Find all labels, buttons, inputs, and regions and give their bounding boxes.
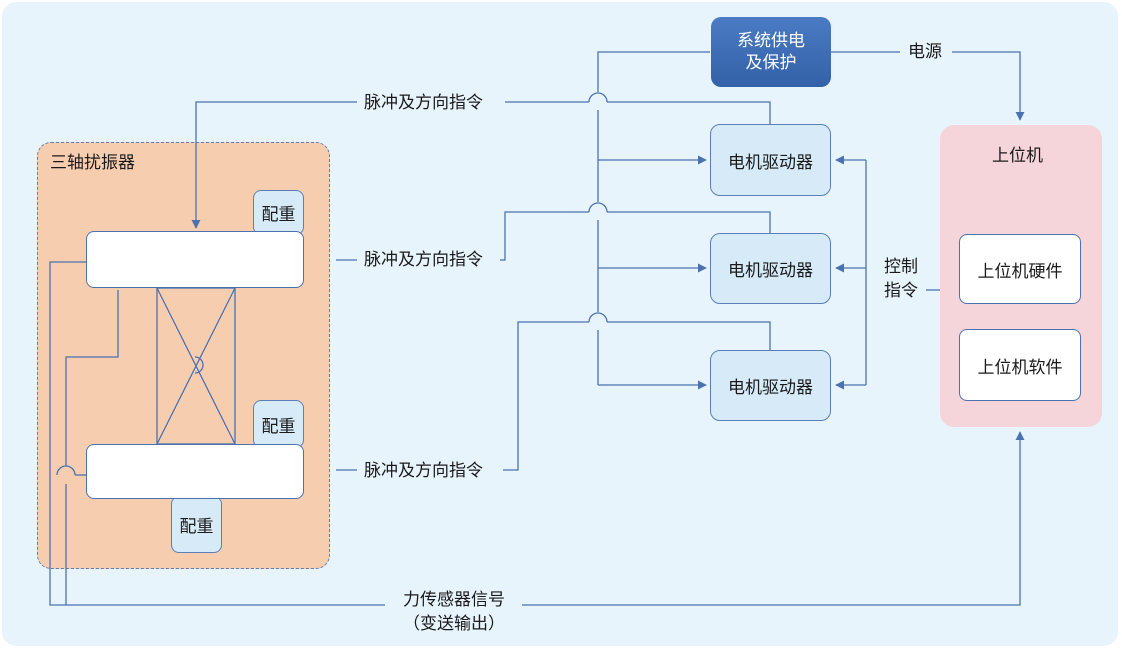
- counterweight-top: 配重: [253, 190, 304, 235]
- bus-hop-1: [588, 92, 608, 103]
- force-hop: [56, 465, 76, 476]
- pulse-label-1: 脉冲及方向指令: [364, 93, 483, 113]
- counterweight-mid: 配重: [253, 400, 304, 448]
- control-cmd-label: 控制 指令: [884, 257, 918, 301]
- motor-driver-1: 电机驱动器: [710, 124, 831, 196]
- upper-platform: [86, 231, 304, 288]
- counterweight-bottom: 配重: [171, 496, 222, 553]
- power-to-host: [831, 51, 1020, 120]
- power-edge-label: 电源: [908, 42, 942, 62]
- force-line: [49, 261, 1020, 606]
- motor-driver-3: 电机驱动器: [710, 350, 831, 421]
- bus-hop-2: [588, 202, 608, 213]
- pulse-line-3: [336, 321, 771, 471]
- shaker-core-hop: [194, 356, 204, 374]
- host-title: 上位机: [992, 146, 1043, 166]
- lower-platform: [86, 444, 304, 499]
- pulse-label-2: 脉冲及方向指令: [364, 250, 483, 270]
- shaker-core-cross: [156, 287, 236, 445]
- shaker-title: 三轴扰振器: [50, 153, 135, 173]
- motor-driver-2: 电机驱动器: [710, 233, 831, 304]
- pulse-line-2: [336, 211, 771, 261]
- power-supply: 系统供电 及保护: [711, 17, 831, 87]
- pulse-line-1: [196, 101, 771, 228]
- power-bus: [597, 51, 710, 385]
- host-software: 上位机软件: [959, 329, 1081, 401]
- bus-hop-3: [588, 312, 608, 323]
- host-hardware: 上位机硬件: [959, 234, 1081, 304]
- force-signal-label: 力传感器信号 （变送输出）: [403, 590, 505, 634]
- force-line-2: [65, 290, 119, 605]
- pulse-label-3: 脉冲及方向指令: [364, 461, 483, 481]
